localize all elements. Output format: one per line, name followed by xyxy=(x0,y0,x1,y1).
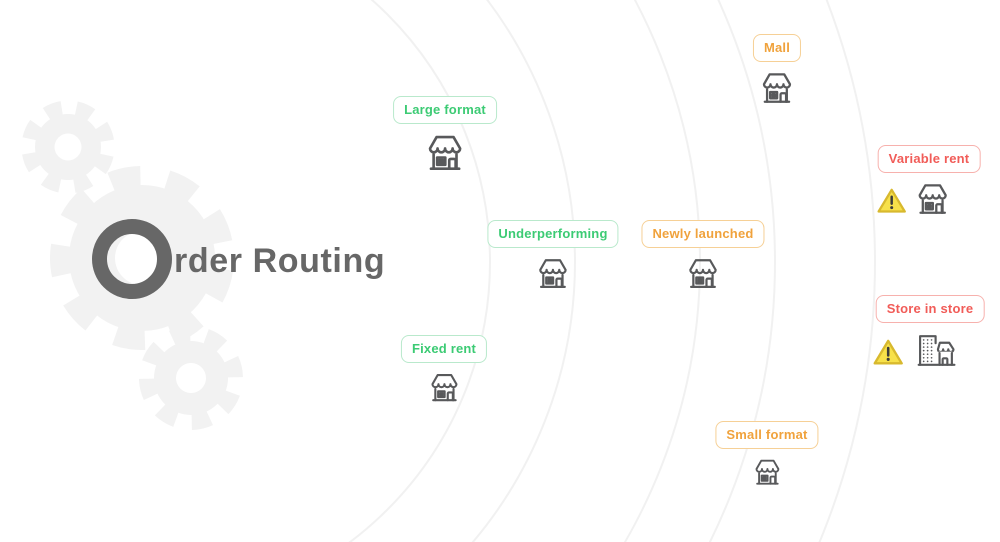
node-small-format: Small format xyxy=(715,421,819,487)
storefront-icon xyxy=(689,258,717,288)
storefront-icon xyxy=(918,183,947,214)
node-underperforming: Underperforming xyxy=(487,220,619,291)
node-fixed-rent: Fixed rent xyxy=(400,335,488,404)
gear-icon xyxy=(139,326,243,430)
node-store-in-store: Store in store xyxy=(873,295,985,368)
node-icons xyxy=(751,457,783,487)
label-badge: Newly launched xyxy=(641,220,765,248)
label-badge: Small format xyxy=(715,421,819,449)
node-icons xyxy=(876,181,951,217)
node-icons xyxy=(685,256,722,291)
label-badge: Fixed rent xyxy=(400,335,488,363)
node-icons xyxy=(758,70,796,106)
node-icons xyxy=(534,256,571,291)
label-badge: Variable rent xyxy=(877,145,981,173)
node-icons xyxy=(427,371,462,404)
storefront-icon xyxy=(428,135,462,170)
label-badge: Store in store xyxy=(875,295,985,323)
building-store-icon xyxy=(917,334,956,366)
warning-triangle-icon xyxy=(877,189,906,214)
storefront-icon xyxy=(430,373,458,401)
node-newly-launched: Newly launched xyxy=(641,220,765,291)
orbit-rings xyxy=(348,0,876,542)
label-badge: Underperforming xyxy=(487,220,619,248)
node-icons xyxy=(423,132,467,174)
node-icons xyxy=(872,331,957,369)
page-title-text: rder Routing xyxy=(174,242,386,280)
node-large-format: Large format xyxy=(393,96,497,173)
letter-o-ring xyxy=(92,219,172,299)
label-badge: Mall xyxy=(752,34,802,62)
node-mall: Mall xyxy=(752,34,802,106)
storefront-icon xyxy=(762,72,792,103)
storefront-icon xyxy=(755,459,779,485)
node-variable-rent: Variable rent xyxy=(876,145,981,217)
storefront-icon xyxy=(539,258,567,288)
warning-triangle-icon xyxy=(873,339,903,365)
label-badge: Large format xyxy=(393,96,497,124)
gear-icon xyxy=(21,100,115,194)
page-title: rder Routing xyxy=(92,219,385,299)
